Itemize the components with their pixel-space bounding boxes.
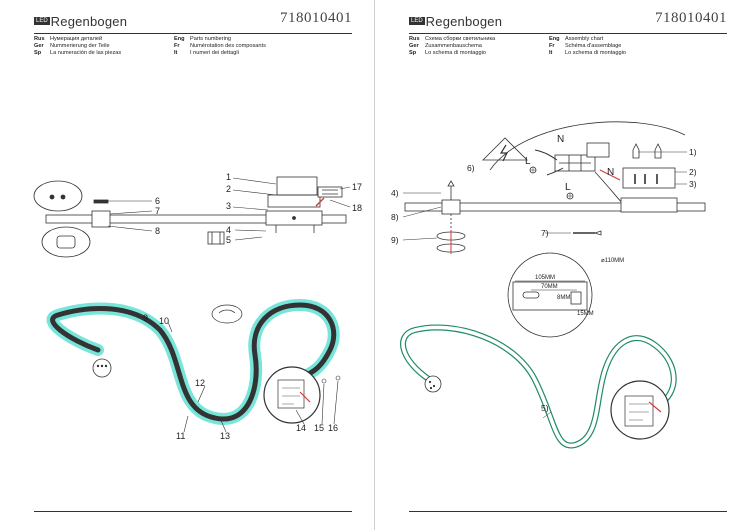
screw-icon bbox=[632, 143, 640, 159]
dimension-labels: ⌀110MM 105MM 70MM 8MM 15MM bbox=[535, 258, 624, 317]
step-numbers-top: 1) 2) 3) 6) bbox=[467, 147, 697, 189]
brand-name: Regenbogen bbox=[425, 13, 503, 29]
driver-box bbox=[267, 194, 321, 208]
step-numbers-bottom: 5) bbox=[541, 403, 549, 413]
part-label-16: 16 bbox=[328, 423, 338, 433]
slot-label: 8MM bbox=[557, 295, 570, 301]
part-label-12: 12 bbox=[195, 378, 205, 388]
remote-bubble bbox=[211, 304, 243, 324]
electric-hazard-icon bbox=[482, 137, 528, 161]
neutral-label-top: N bbox=[557, 134, 564, 145]
step-label-9: 9) bbox=[391, 235, 399, 245]
assembly-side-view bbox=[402, 180, 706, 254]
part-numbers-top: 1 2 3 4 5 6 7 8 17 18 bbox=[155, 172, 362, 245]
footer-rule bbox=[34, 511, 352, 512]
brand-badge: LED bbox=[409, 17, 425, 25]
part-label-2: 2 bbox=[226, 184, 231, 194]
brand-badge: LED bbox=[34, 17, 50, 25]
step-label-1: 1) bbox=[689, 147, 697, 157]
mounting-plate-dimensions bbox=[507, 252, 593, 338]
brand-logo: LED Regenbogen bbox=[34, 12, 127, 30]
part-label-5: 5 bbox=[226, 235, 231, 245]
header-rule bbox=[409, 33, 727, 34]
assembly-diagram: N L N L 1) 2) 3) 6) bbox=[391, 121, 706, 449]
lamp-body-profile bbox=[45, 214, 347, 224]
live-label-bottom: L bbox=[565, 182, 571, 193]
live-label-left: L bbox=[525, 156, 531, 167]
part-label-6: 6 bbox=[155, 196, 160, 206]
height-label: 15MM bbox=[577, 311, 594, 317]
leader-lines-bottom bbox=[149, 319, 339, 433]
connector-block bbox=[207, 231, 225, 245]
step-label-5: 5) bbox=[541, 403, 549, 413]
part-label-17: 17 bbox=[352, 182, 362, 192]
part-label-13: 13 bbox=[220, 431, 230, 441]
step-label-3: 3) bbox=[689, 179, 697, 189]
part-label-10: 10 bbox=[159, 316, 169, 326]
step-label-4: 4) bbox=[391, 188, 399, 198]
part-numbers-bottom: 9 10 11 12 13 14 15 16 bbox=[143, 313, 338, 441]
page-divider bbox=[374, 0, 375, 530]
part-label-9: 9 bbox=[143, 313, 148, 323]
lamp-body-profile bbox=[404, 202, 706, 212]
brand-logo: LED Regenbogen bbox=[409, 12, 502, 30]
brand-name: Regenbogen bbox=[50, 13, 128, 29]
neutral-label-right: N bbox=[607, 167, 614, 178]
driver-box bbox=[620, 197, 678, 213]
footer-rule bbox=[409, 511, 727, 512]
step-numbers-middle: 4) 8) 9) 7) bbox=[391, 188, 549, 245]
part-label-18: 18 bbox=[352, 203, 362, 213]
step-label-7: 7) bbox=[541, 228, 549, 238]
hardware-icons bbox=[622, 143, 687, 189]
detail-bubble-connector bbox=[41, 226, 91, 258]
part-label-4: 4 bbox=[226, 225, 231, 235]
model-number: 718010401 bbox=[655, 10, 727, 26]
led-strip-top-view bbox=[46, 298, 341, 425]
part-label-15: 15 bbox=[314, 423, 324, 433]
parts-diagram: 1 2 3 4 5 6 7 8 17 18 bbox=[33, 172, 362, 441]
led-body bbox=[50, 302, 337, 422]
part-label-3: 3 bbox=[226, 201, 231, 211]
step-label-2: 2) bbox=[689, 167, 697, 177]
diameter-label: ⌀110MM bbox=[601, 258, 624, 264]
driver-cover bbox=[276, 176, 318, 196]
part-label-7: 7 bbox=[155, 206, 160, 216]
side-view bbox=[33, 176, 347, 258]
part-label-8: 8 bbox=[155, 226, 160, 236]
model-number: 718010401 bbox=[280, 10, 352, 26]
step-label-8: 8) bbox=[391, 212, 399, 222]
leader-lines bbox=[107, 177, 351, 241]
wiring-detail bbox=[482, 121, 686, 205]
step-label-6: 6) bbox=[467, 163, 475, 173]
wiring-letters: N L N L bbox=[525, 134, 614, 193]
end-cap bbox=[424, 375, 442, 393]
part-label-1: 1 bbox=[226, 172, 231, 182]
part-label-11: 11 bbox=[176, 431, 185, 441]
part-label-14: 14 bbox=[296, 423, 306, 433]
outer-width-label: 105MM bbox=[535, 275, 555, 281]
header-rule bbox=[34, 33, 352, 34]
end-cap bbox=[92, 358, 112, 378]
detail-bubble-remote bbox=[33, 180, 83, 212]
inner-width-label: 70MM bbox=[541, 284, 558, 290]
plate-circle bbox=[507, 252, 593, 338]
led-strip-outline bbox=[400, 324, 677, 449]
screw-icon bbox=[654, 143, 662, 159]
